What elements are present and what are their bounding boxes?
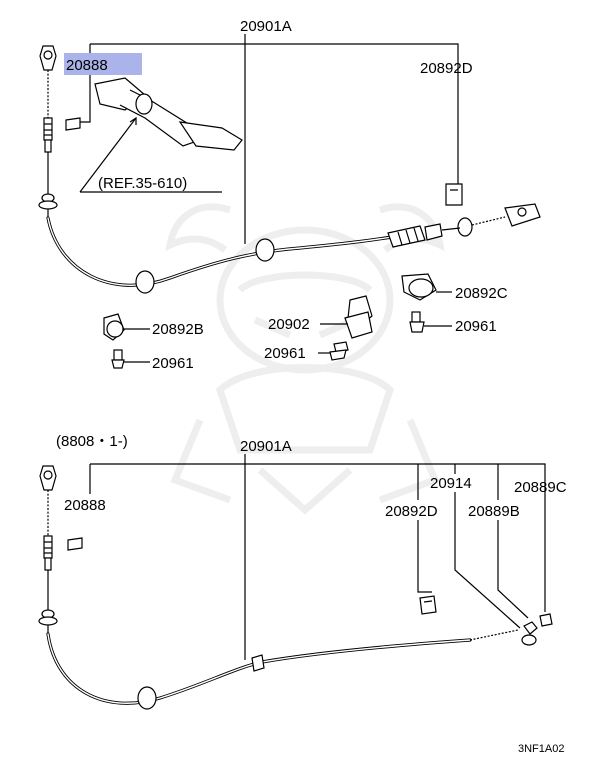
bolt-20961-right	[409, 311, 452, 333]
figure-code: 3NF1A02	[518, 743, 564, 755]
cable-end-20914	[521, 634, 537, 646]
label-20961-left: 20961	[152, 355, 194, 372]
nut-20889C	[539, 613, 553, 627]
label-20961-right: 20961	[455, 318, 497, 335]
upper-diagram: 20901A 20888 20892D (REF.35-610) 20892C …	[38, 18, 541, 372]
bolt-20961-left	[111, 349, 150, 369]
label-20914: 20914	[430, 475, 472, 492]
bracket-20892D-lower	[419, 595, 437, 615]
lower-diagram: (8808・1-) 20901A 20888 20914 20889C 2089…	[38, 433, 567, 710]
label-20961-mid: 20961	[264, 345, 306, 362]
label-20892D-bottom: 20892D	[385, 503, 438, 520]
clamp-20892B	[103, 313, 150, 341]
cable-grommet	[255, 238, 275, 262]
label-20888-top: 20888	[66, 57, 108, 74]
label-20902: 20902	[268, 316, 310, 333]
label-20901A-top: 20901A	[240, 18, 292, 35]
left-cable-assembly	[38, 45, 58, 218]
label-20892C: 20892C	[455, 285, 508, 302]
clip-20888	[65, 117, 81, 131]
label-20889C: 20889C	[514, 479, 567, 496]
label-section-date: (8808・1-)	[56, 433, 128, 450]
bolt-20961-mid	[318, 341, 349, 361]
bracket-20902	[320, 295, 373, 339]
right-cable-end	[387, 203, 541, 248]
bracket-20892D	[445, 183, 463, 206]
part-20888-highlight	[64, 53, 142, 75]
clamp-20892C	[401, 273, 452, 301]
nut-20889B	[523, 621, 538, 635]
label-20889B: 20889B	[468, 503, 520, 520]
label-20892B: 20892B	[152, 321, 204, 338]
label-20892D-top: 20892D	[420, 60, 473, 77]
label-20888-bottom: 20888	[64, 497, 106, 514]
label-ref: (REF.35-610)	[98, 175, 187, 192]
label-20901A-bottom: 20901A	[240, 438, 292, 455]
cable-grommet	[135, 270, 155, 294]
clip-20888-lower	[67, 537, 83, 551]
brake-pedal-ref	[79, 77, 243, 193]
left-cable-assembly-lower	[38, 465, 58, 634]
cable-grommet	[137, 686, 157, 710]
